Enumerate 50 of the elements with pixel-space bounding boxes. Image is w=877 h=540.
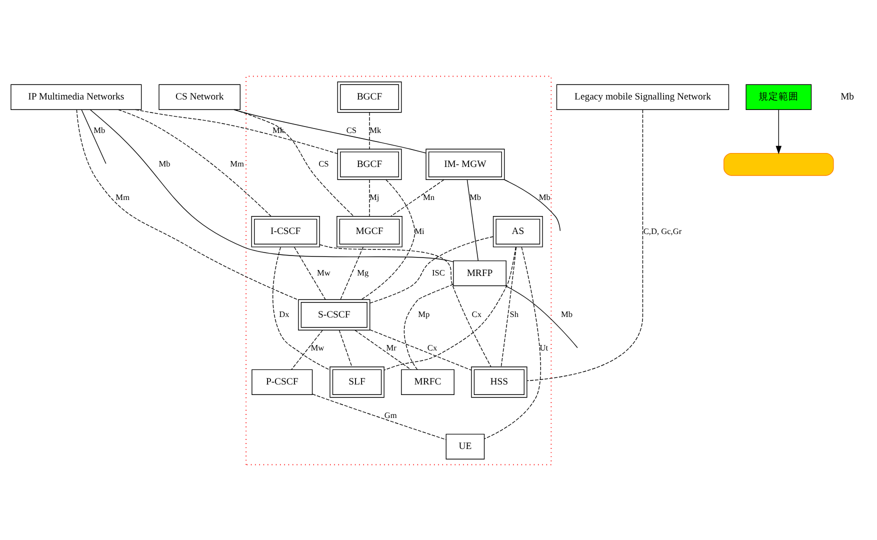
node-box: S-CSCF	[298, 298, 370, 330]
node-box: CS Network	[158, 84, 240, 110]
connector	[369, 178, 370, 216]
connector	[370, 328, 472, 370]
connector	[90, 108, 454, 262]
connector	[466, 178, 478, 261]
connector	[291, 329, 323, 370]
arrow	[776, 109, 782, 154]
node-box: 規定範囲	[746, 84, 812, 110]
cluster	[246, 75, 552, 465]
node-box: IP Multimedia Networks	[10, 84, 142, 110]
connector	[272, 246, 330, 370]
connector	[338, 329, 352, 367]
connector	[505, 284, 578, 348]
connector	[354, 329, 412, 370]
node-box: SLF	[330, 366, 384, 398]
connector	[234, 108, 354, 216]
connector	[360, 178, 416, 300]
connector	[526, 108, 644, 381]
connector	[135, 108, 338, 154]
connector	[390, 178, 444, 216]
connector	[484, 246, 541, 439]
connector	[404, 283, 454, 370]
node-box: I-CSCF	[251, 216, 320, 247]
connector	[500, 246, 517, 367]
connector	[118, 108, 272, 216]
node-box: MRFP	[453, 260, 506, 286]
node-box: BGCF	[337, 81, 402, 112]
node-box: BGCF	[337, 148, 402, 180]
connector	[81, 109, 106, 164]
connector	[319, 244, 492, 366]
connector	[76, 108, 299, 300]
connector	[340, 246, 364, 300]
node-box: P-CSCF	[252, 368, 313, 394]
node-bar	[724, 152, 834, 176]
node-box: AS	[492, 216, 543, 247]
label: Mb	[840, 91, 854, 102]
connector	[233, 108, 426, 153]
node-box: HSS	[471, 366, 528, 398]
connector	[312, 393, 446, 440]
connector	[384, 246, 516, 370]
node-box: Legacy mobile Signalling Network	[556, 84, 730, 110]
connector	[294, 246, 326, 300]
connector	[369, 112, 370, 149]
connector	[370, 236, 494, 303]
connector	[504, 178, 561, 231]
node-box: IM- MGW	[426, 148, 505, 180]
node-box: MGCF	[336, 216, 402, 247]
node-box: MRFC	[401, 368, 454, 394]
node-box: UE	[446, 433, 485, 459]
